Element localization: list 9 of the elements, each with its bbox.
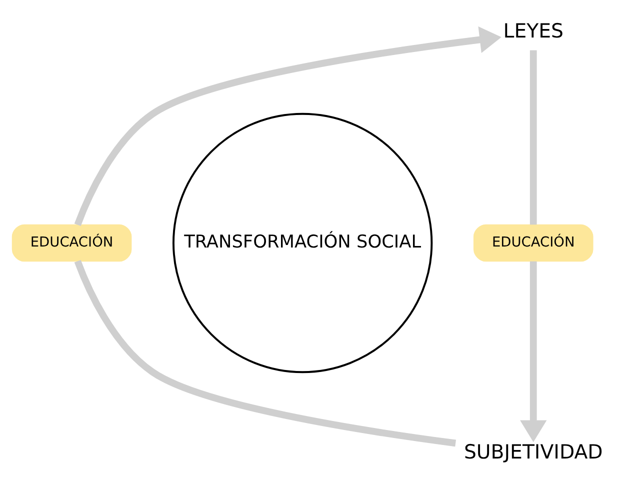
connector [530, 50, 537, 225]
arrow [74, 26, 502, 226]
node-text: LEYES [503, 20, 564, 43]
node-text: SUBJETIVIDAD [464, 440, 603, 464]
node-box: EDUCACIÓN [12, 224, 132, 262]
connector [74, 260, 456, 447]
arrow [520, 261, 547, 442]
node-box: EDUCACIÓN [473, 224, 594, 262]
node-circle: TRANSFORMACIÓN SOCIAL [172, 112, 433, 374]
